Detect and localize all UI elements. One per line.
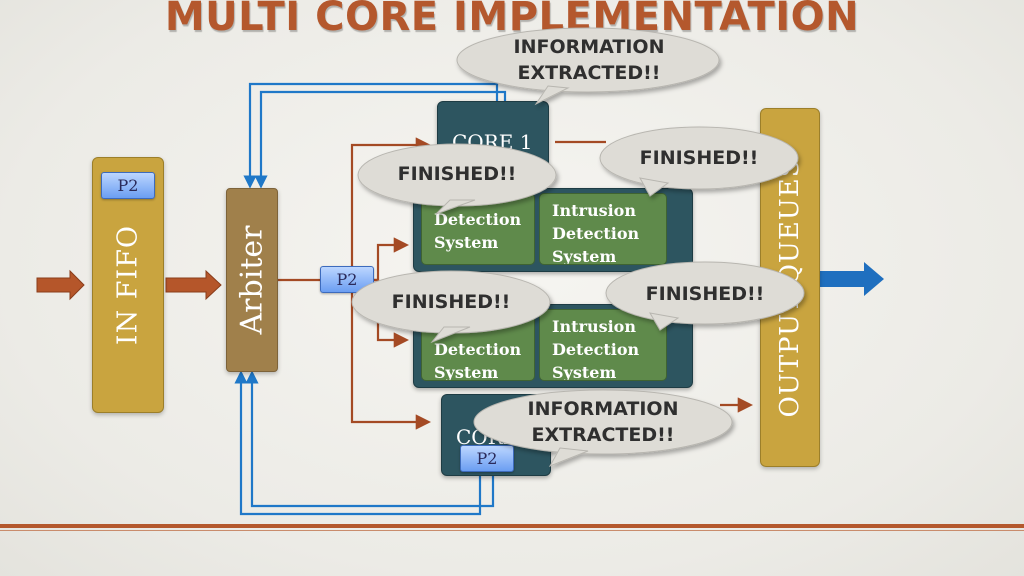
det-line: Detection	[434, 210, 522, 229]
callout-info-extracted-top: INFORMATION EXTRACTED!!	[458, 34, 720, 86]
packet-chip-fifo: P2	[101, 172, 155, 199]
core-output-arrows	[555, 140, 754, 413]
bubble-info-top	[456, 27, 720, 106]
det-line: System	[434, 363, 499, 381]
input-arrow	[36, 269, 85, 301]
fifo-to-arbiter-arrow	[165, 269, 222, 301]
det-line: Detection	[552, 340, 640, 359]
callout-finished-3: FINISHED!!	[391, 291, 511, 313]
intrusion-detection-system-1: Intrusion Detection System	[539, 193, 667, 265]
callout-finished-2: FINISHED!!	[639, 147, 759, 169]
bottom-divider	[0, 524, 1024, 528]
callout-line: INFORMATION	[513, 36, 665, 58]
callout-line: EXTRACTED!!	[517, 62, 661, 84]
callout-line: EXTRACTED!!	[531, 424, 675, 446]
det-line: Detection	[552, 224, 640, 243]
det-line: System	[434, 233, 499, 252]
bubble-finished-2	[599, 126, 799, 197]
det-line: Detection	[434, 340, 522, 359]
callout-line: INFORMATION	[527, 398, 679, 420]
det-line: Intrusion	[552, 201, 636, 220]
slide-title: MULTI CORE IMPLEMENTATION	[164, 0, 860, 40]
packet-chip-core-n: P2	[460, 445, 514, 472]
feedback-wire-bottom	[234, 370, 495, 516]
callout-finished-4: FINISHED!!	[645, 283, 765, 305]
det-line: System	[552, 247, 617, 265]
bubble-info-bottom	[473, 389, 733, 467]
arbiter-block: Arbiter	[226, 188, 278, 372]
intrusion-detection-system-2: Intrusion Detection System	[539, 309, 667, 381]
callout-info-extracted-bottom: INFORMATION EXTRACTED!!	[474, 396, 732, 448]
det-line: Intrusion	[552, 317, 636, 336]
det-line: System	[552, 363, 617, 381]
bottom-divider-thin	[0, 530, 1024, 531]
in-fifo-block: IN FIFO	[92, 157, 164, 413]
bubble-finished-1	[357, 143, 557, 215]
bubble-finished-3	[351, 270, 551, 344]
callout-finished-1: FINISHED!!	[397, 163, 517, 185]
feedback-wire-top	[243, 82, 507, 189]
output-arrow	[818, 262, 884, 296]
bubble-finished-4	[605, 261, 805, 331]
